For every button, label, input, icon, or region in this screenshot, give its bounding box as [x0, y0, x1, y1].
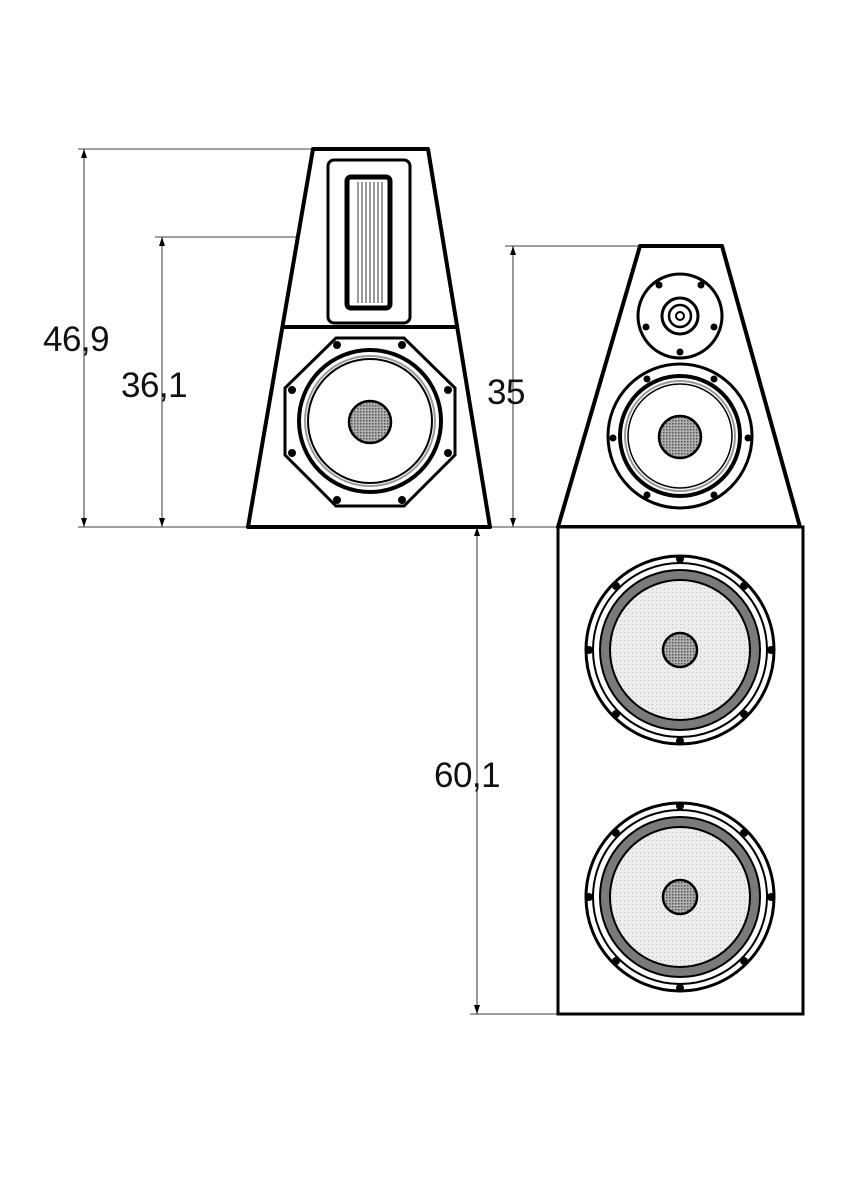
right-speaker-bass: [556, 525, 805, 1016]
dimension-label-total-height: 46,9: [43, 320, 110, 359]
bass-woofer-lower: [584, 801, 776, 993]
dimension-label-top-height: 35: [487, 373, 525, 412]
bass-woofer-upper: [584, 554, 776, 746]
dimension-lines: [78, 148, 640, 1015]
dimension-label-bass-height: 60,1: [434, 756, 501, 795]
dome-tweeter: [636, 272, 724, 360]
dimension-arrows: [81, 149, 516, 1014]
dimension-label-lower-height: 36,1: [121, 366, 188, 405]
ribbon-tweeter-plate: [326, 158, 412, 325]
left-speaker: [246, 147, 492, 529]
dust-cap: [347, 399, 393, 445]
ribbon-tweeter: [344, 174, 393, 311]
woofer-octagon-frame: [283, 336, 457, 508]
right-speaker-top: [556, 244, 802, 529]
